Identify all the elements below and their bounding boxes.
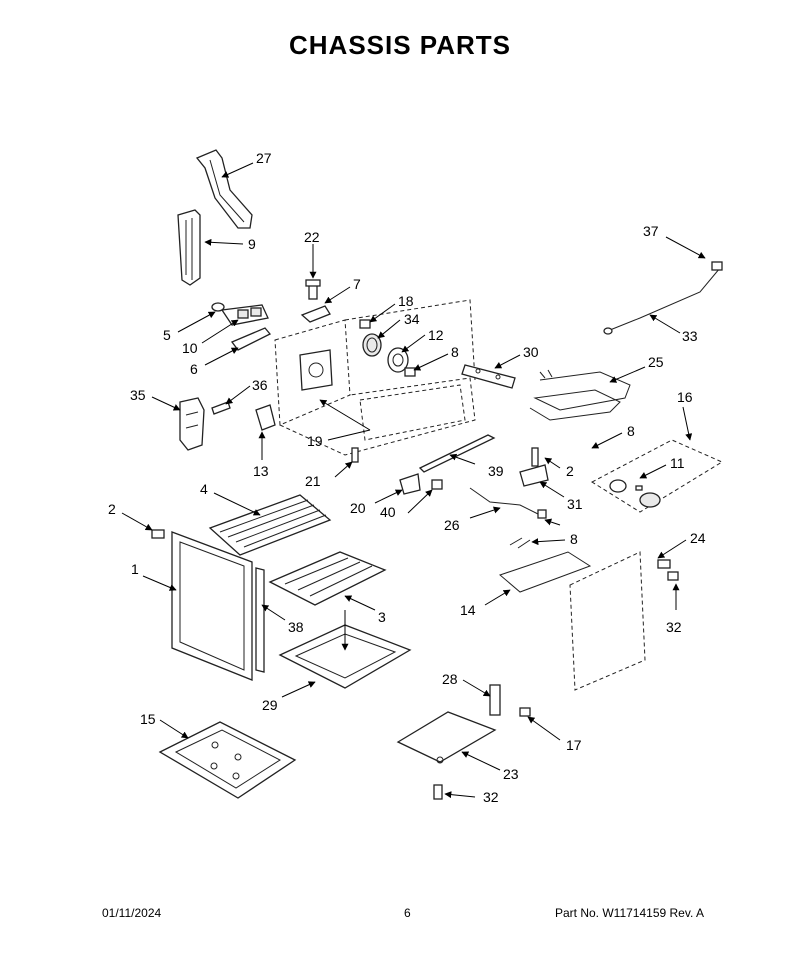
callout-5: 5 [163,327,171,343]
callout-26: 26 [444,517,460,533]
part-18-screw [359,319,371,329]
callout-32a: 32 [666,619,682,635]
callout-20: 20 [350,500,366,516]
callout-19: 19 [307,433,323,449]
callout-24: 24 [690,530,706,546]
part-35-bracket [179,397,205,451]
part-2-31-bracket [519,447,549,487]
callout-22: 22 [304,229,320,245]
part-4-oven-rack [208,494,332,556]
callout-36: 36 [252,377,268,393]
callout-labels: 27 9 22 7 18 34 12 8 30 5 10 6 35 36 13 … [108,150,706,805]
part-19-oven-cavity [274,299,476,456]
callout-27: 27 [256,150,272,166]
callout-2b: 2 [108,501,116,517]
callout-39: 39 [488,463,504,479]
part-34-fan [362,333,382,357]
callout-8c: 8 [570,531,578,547]
callout-1: 1 [131,561,139,577]
part-26-harness [469,487,547,519]
callout-13: 13 [253,463,269,479]
part-28-17-bracket [489,684,531,717]
part-38-trim [255,567,265,673]
page-title: CHASSIS PARTS [289,30,511,60]
part-2-screw-b [151,529,165,539]
part-14-bake-element [499,537,592,593]
callout-33: 33 [682,328,698,344]
callout-7: 7 [353,276,361,292]
footer-date: 01/11/2024 [102,906,162,920]
callout-10: 10 [182,340,198,356]
part-21-screw [351,447,359,463]
callout-25: 25 [648,354,664,370]
part-36-screw [211,401,231,415]
part-32-screw-b [433,784,443,800]
callout-15: 15 [140,711,156,727]
callout-28: 28 [442,671,458,687]
part-9-channel [177,209,201,286]
leader-lines [121,162,706,799]
callout-4: 4 [200,481,208,497]
callout-12: 12 [428,327,444,343]
part-30-bracket [461,364,516,389]
part-16-light-assembly [590,439,724,513]
part-15-bottom-pan [158,721,297,799]
callout-16: 16 [677,389,693,405]
footer-part-number: Part No. W11714159 Rev. A [555,906,704,920]
callout-17: 17 [566,737,582,753]
part-25-heating-element [529,369,631,421]
callout-38: 38 [288,619,304,635]
part-6-plate [230,327,272,351]
callout-21: 21 [305,473,321,489]
part-5-10-switch [211,302,269,326]
part-3-rack [268,551,387,606]
part-12-cover [387,347,409,373]
part-39-rail [418,434,496,473]
callout-18: 18 [398,293,414,309]
callout-8b: 8 [627,423,635,439]
part-23-shield [396,711,497,764]
part-33-37-wire [603,261,723,335]
part-7-bracket [300,305,331,323]
part-1-door-panel [171,531,253,681]
callout-11: 11 [670,455,685,471]
part-29-broil-pan [278,624,412,689]
callout-34: 34 [404,311,420,327]
callout-37: 37 [643,223,659,239]
part-8-screw-a [404,367,416,377]
part-22-bolt [305,279,321,300]
callout-2a: 2 [566,463,574,479]
callout-30: 30 [523,344,539,360]
callout-3: 3 [378,609,386,625]
callout-29: 29 [262,697,278,713]
callout-32b: 32 [483,789,499,805]
callout-14: 14 [460,602,476,618]
part-27-bracket [195,149,253,229]
part-24-rear-panel [569,551,679,691]
callout-23: 23 [503,766,519,782]
callout-9: 9 [248,236,256,252]
callout-40: 40 [380,504,396,520]
callout-35: 35 [130,387,146,403]
callout-6: 6 [190,361,198,377]
footer-page-number: 6 [404,906,411,920]
part-20-40-sensor [399,473,443,495]
callout-31: 31 [567,496,583,512]
callout-8: 8 [451,344,459,360]
part-13-clip [255,404,276,431]
